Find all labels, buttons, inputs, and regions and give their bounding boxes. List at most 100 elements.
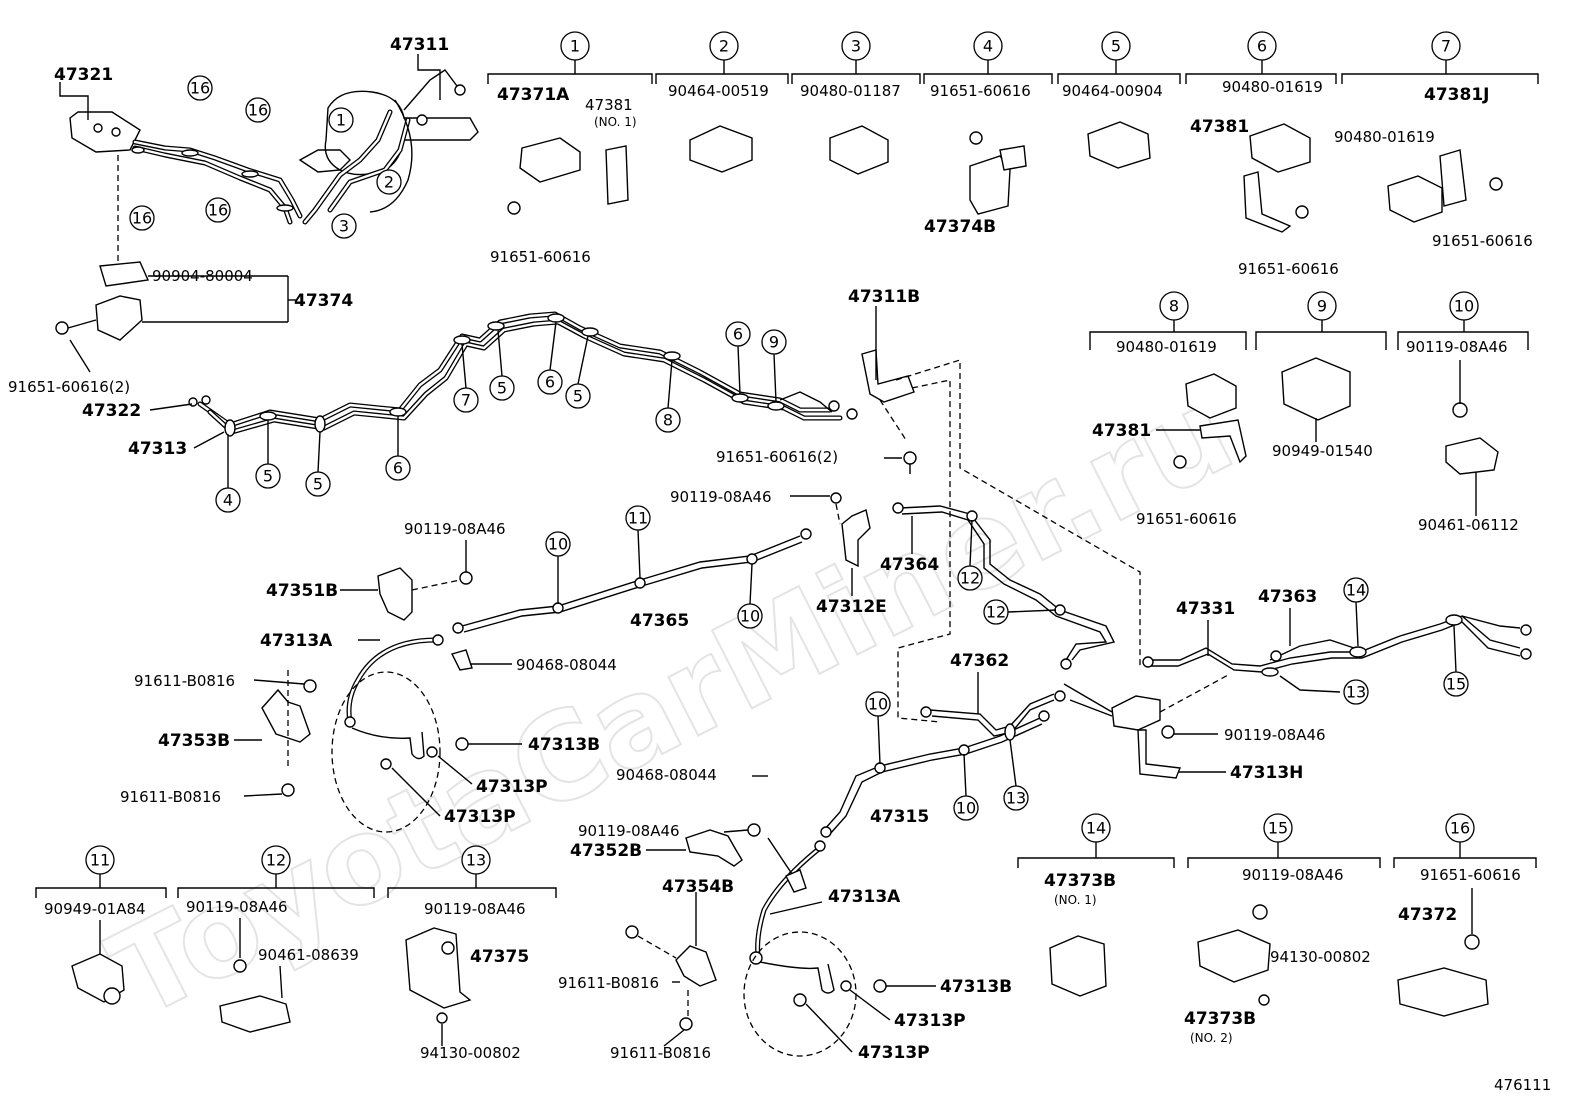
svg-text:7: 7	[461, 391, 471, 410]
svg-text:91651-60616: 91651-60616	[1238, 260, 1339, 278]
label-47331: 47331	[1176, 599, 1235, 619]
label-90119-08A46-c: 90119-08A46	[670, 488, 772, 506]
callout-8: 8	[655, 407, 681, 433]
svg-text:90480-01187: 90480-01187	[800, 82, 901, 100]
svg-text:91651-60616: 91651-60616	[1136, 510, 1237, 528]
svg-text:(NO. 1): (NO. 1)	[594, 115, 637, 129]
svg-text:47381J: 47381J	[1424, 85, 1489, 105]
svg-text:90464-00904: 90464-00904	[1062, 82, 1163, 100]
svg-text:5: 5	[263, 467, 273, 486]
key-box-4: 4 91651-60616 47374B	[923, 31, 1053, 237]
svg-text:90119-08A46: 90119-08A46	[424, 900, 526, 918]
svg-text:47381: 47381	[1092, 421, 1151, 441]
bolt-91651	[55, 321, 69, 335]
label-47312E: 47312E	[816, 597, 887, 617]
label-91651-60616-2: 91651-60616(2)	[8, 378, 130, 396]
key-box-2: 2 90464-00519	[655, 31, 789, 173]
label-47321: 47321	[54, 65, 113, 85]
label-91611-B0816: 91611-B0816	[558, 974, 659, 992]
svg-text:5: 5	[313, 475, 323, 494]
svg-text:4: 4	[983, 37, 993, 56]
svg-text:90461-08639: 90461-08639	[258, 946, 359, 964]
svg-text:47374B: 47374B	[924, 217, 996, 237]
callout-10: 10	[545, 531, 571, 557]
union-bolt	[93, 123, 103, 133]
callout-1: 1	[328, 107, 354, 133]
callout-7: 7	[453, 387, 479, 413]
label-91611-B0816: 91611-B0816	[120, 788, 221, 806]
label-47351B: 47351B	[266, 581, 338, 601]
svg-text:8: 8	[663, 411, 673, 430]
callout-14: 14	[1343, 577, 1369, 603]
svg-text:47372: 47372	[1398, 905, 1457, 925]
svg-text:6: 6	[393, 459, 403, 478]
callout-6: 6	[385, 455, 411, 481]
svg-text:16: 16	[248, 101, 268, 120]
svg-text:47381: 47381	[585, 96, 633, 114]
svg-text:3: 3	[339, 217, 349, 236]
key-box-3: 3 90480-01187	[791, 31, 921, 175]
key-box-13: 13 90119-08A46 47375 94130-00802	[387, 845, 557, 1062]
label-90119-08A46-d: 90119-08A46	[1224, 726, 1326, 744]
svg-text:10: 10	[548, 535, 568, 554]
svg-text:90480-01619: 90480-01619	[1222, 78, 1323, 96]
svg-text:47373B: 47373B	[1044, 871, 1116, 891]
svg-text:10: 10	[956, 799, 976, 818]
key-box-16: 16 91651-60616 47372	[1393, 813, 1537, 1017]
svg-text:4: 4	[223, 491, 233, 510]
svg-text:6: 6	[545, 373, 555, 392]
svg-text:16: 16	[190, 79, 210, 98]
bracket-47311B	[861, 349, 915, 403]
key-box-7: 7 47381J 90480-01619 91651-60616	[1334, 31, 1539, 250]
key-box-5: 5 90464-00904	[1057, 31, 1181, 169]
label-47354B: 47354B	[662, 877, 734, 897]
svg-text:47373B: 47373B	[1184, 1009, 1256, 1029]
svg-text:15: 15	[1446, 675, 1466, 694]
svg-text:90949-01A84: 90949-01A84	[44, 900, 146, 918]
callout-10: 10	[953, 795, 979, 821]
svg-text:9: 9	[769, 333, 779, 352]
svg-text:90480-01619: 90480-01619	[1116, 338, 1217, 356]
svg-text:91651-60616: 91651-60616	[1432, 232, 1533, 250]
callout-11: 11	[625, 505, 651, 531]
label-47313H: 47313H	[1230, 763, 1303, 783]
label-47374: 47374	[294, 291, 353, 311]
svg-text:2: 2	[719, 37, 729, 56]
svg-text:14: 14	[1346, 581, 1366, 600]
callout-16: 16	[129, 205, 155, 231]
svg-text:5: 5	[497, 379, 507, 398]
svg-text:47375: 47375	[470, 947, 529, 967]
bracket-47351B	[377, 567, 413, 621]
clamp	[241, 170, 259, 178]
svg-text:90119-08A46: 90119-08A46	[1406, 338, 1508, 356]
svg-text:13: 13	[1006, 789, 1026, 808]
bracket-47354B	[675, 945, 717, 987]
svg-text:6: 6	[1257, 37, 1267, 56]
svg-text:5: 5	[573, 387, 583, 406]
bracket-47374	[95, 295, 143, 341]
svg-text:1: 1	[570, 37, 580, 56]
svg-text:9: 9	[1317, 297, 1327, 316]
key-box-8: 8 90480-01619 47381 91651-60616	[1089, 291, 1247, 528]
key-box-10: 10 90119-08A46 90461-06112	[1397, 291, 1529, 534]
svg-text:94130-00802: 94130-00802	[1270, 948, 1371, 966]
svg-text:6: 6	[733, 325, 743, 344]
svg-text:12: 12	[986, 603, 1006, 622]
label-90904-80004: 90904-80004	[152, 267, 253, 285]
label-90468-08044: 90468-08044	[616, 766, 717, 784]
svg-text:91651-60616: 91651-60616	[1420, 866, 1521, 884]
svg-text:90949-01540: 90949-01540	[1272, 442, 1373, 460]
label-47315: 47315	[870, 807, 929, 827]
clamp	[131, 146, 145, 154]
label-47313A: 47313A	[828, 887, 901, 907]
label-47313P: 47313P	[894, 1011, 966, 1031]
bracket-47321	[69, 111, 141, 153]
key-box-12: 12 90119-08A46 90461-08639	[177, 845, 375, 1033]
svg-text:3: 3	[851, 37, 861, 56]
figure-id: 476111	[1494, 1076, 1551, 1094]
bracket-47353B	[261, 688, 311, 743]
callout-5: 5	[255, 463, 281, 489]
valve-47313H	[1111, 695, 1161, 731]
label-47311: 47311	[390, 35, 449, 55]
bracket-47352B	[685, 829, 743, 867]
